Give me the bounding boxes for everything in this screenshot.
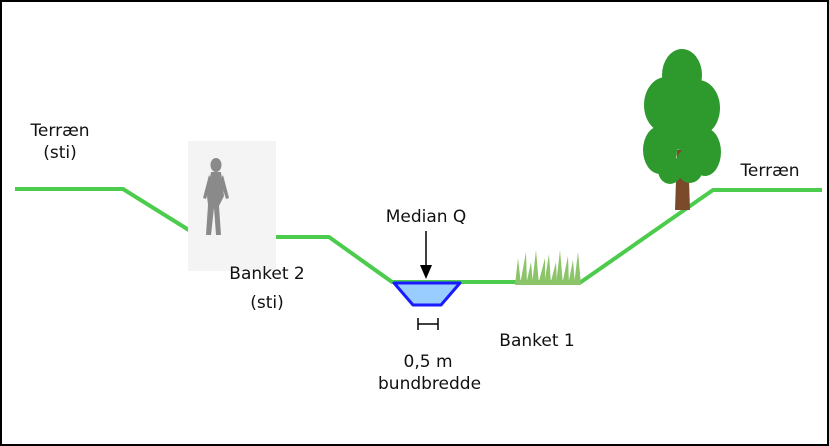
median-q-arrow bbox=[420, 231, 432, 279]
grass-patch bbox=[515, 250, 581, 285]
label-terrain-left-line1: Terræn bbox=[30, 121, 90, 141]
label-terrain-right: Terræn bbox=[740, 161, 800, 181]
tree bbox=[643, 49, 721, 210]
channel-cross-section bbox=[392, 281, 462, 307]
label-bottom-width: 0,5 m bundbredde bbox=[378, 351, 482, 395]
label-terrain-left: Terræn (sti) bbox=[20, 120, 100, 164]
terrain-profile-line bbox=[15, 187, 822, 284]
person-figure bbox=[188, 141, 276, 271]
label-bottom-width-caption: bundbredde bbox=[378, 374, 482, 394]
label-terrain-left-line2: (sti) bbox=[43, 143, 77, 163]
label-banket-2: Banket 2 (sti) bbox=[222, 260, 312, 318]
label-banket-2-line2: (sti) bbox=[250, 293, 284, 313]
bottom-width-marker bbox=[417, 318, 439, 330]
label-median-q: Median Q bbox=[385, 207, 467, 227]
label-bottom-width-value: 0,5 m bbox=[403, 352, 453, 372]
label-banket-2-line1: Banket 2 bbox=[229, 264, 305, 284]
label-banket-1: Banket 1 bbox=[499, 331, 575, 351]
